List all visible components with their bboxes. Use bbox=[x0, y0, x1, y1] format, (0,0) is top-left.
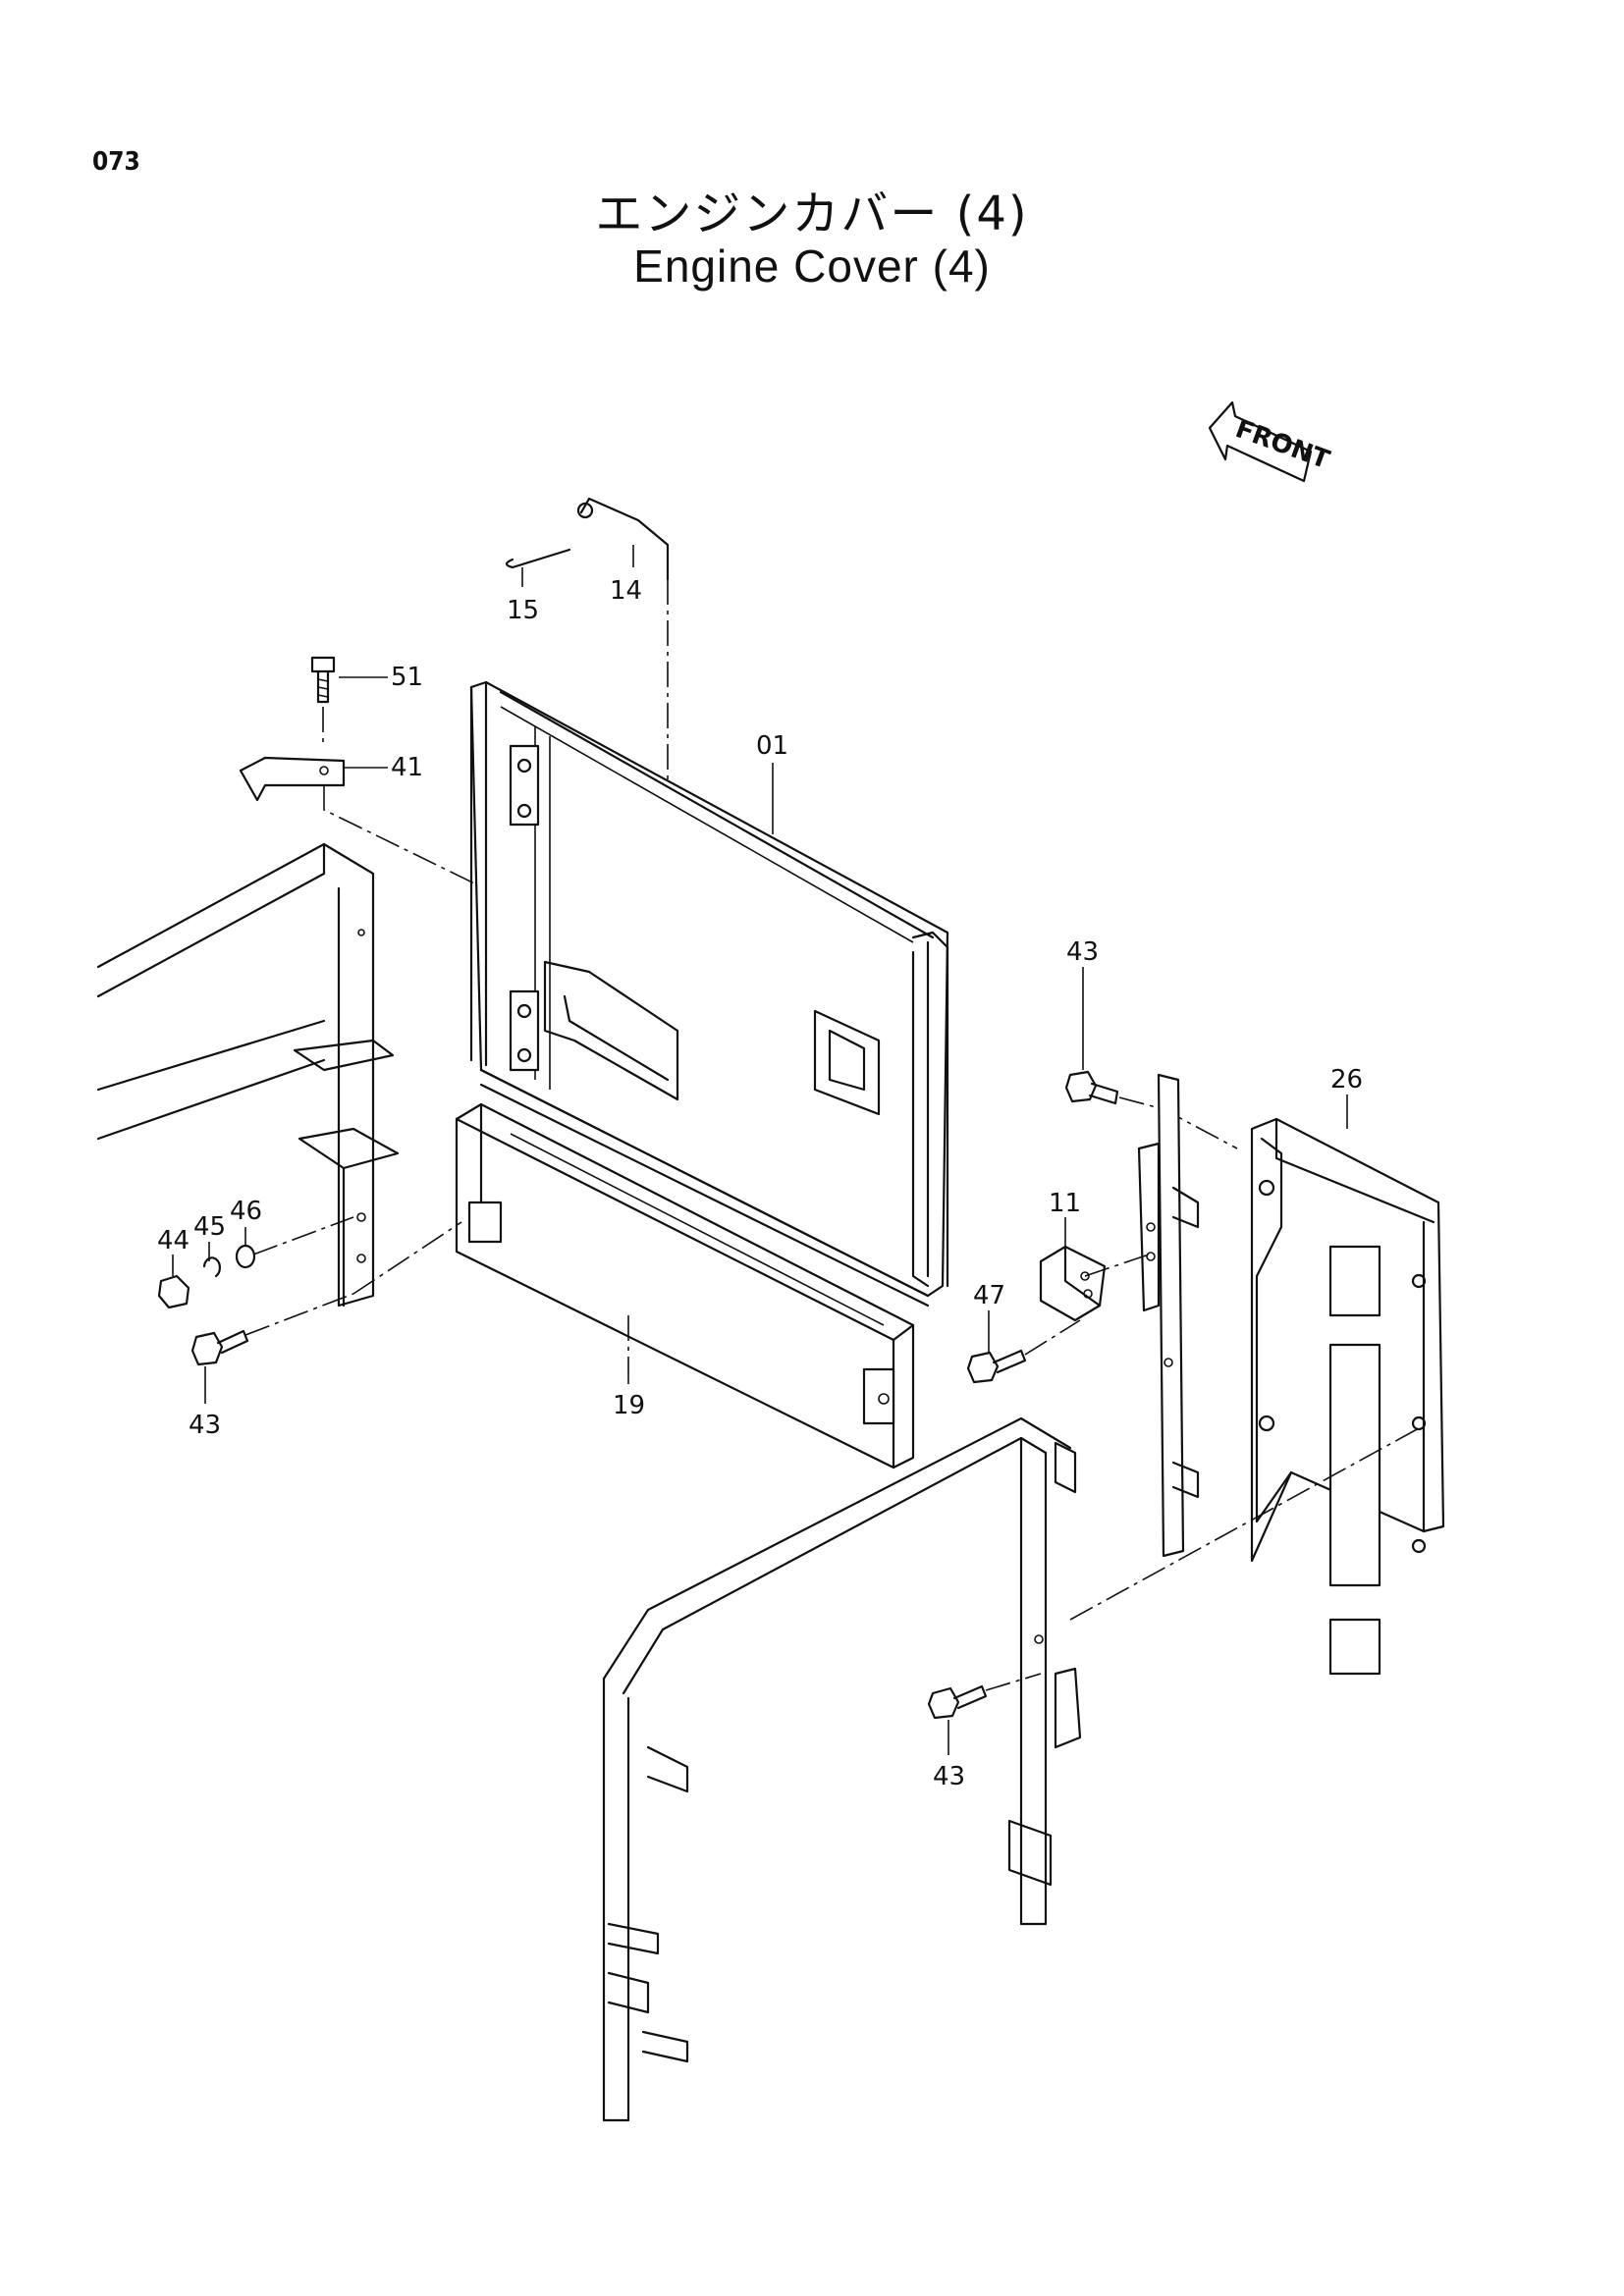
label-part-41: 41 bbox=[391, 753, 423, 782]
label-part-43-top: 43 bbox=[1066, 937, 1099, 967]
part-46-washer bbox=[235, 1216, 354, 1269]
leader-lines bbox=[172, 545, 1348, 1755]
part-43-bolt-top bbox=[1064, 1070, 1238, 1149]
part-45-spring-washer bbox=[202, 1256, 222, 1278]
label-part-43-bottom: 43 bbox=[933, 1762, 965, 1791]
part-47-bolt bbox=[966, 1319, 1081, 1384]
part-43-bolt-bottom bbox=[927, 1427, 1420, 1720]
label-part-15: 15 bbox=[507, 596, 539, 625]
part-43-bolt-left bbox=[190, 1221, 462, 1366]
label-part-19: 19 bbox=[613, 1391, 645, 1420]
left-frame-structure bbox=[96, 842, 400, 1308]
part-01-engine-cover-panel bbox=[469, 680, 949, 1308]
part-11-bracket bbox=[1039, 1245, 1150, 1322]
label-part-46: 46 bbox=[230, 1197, 262, 1226]
front-arrow-icon: FRONT bbox=[1208, 400, 1333, 483]
label-part-43-left: 43 bbox=[189, 1411, 221, 1440]
part-51-bolt bbox=[310, 656, 336, 746]
page-title-english: Engine Cover (4) bbox=[633, 240, 991, 292]
page-number: 073 bbox=[92, 147, 140, 177]
label-part-45: 45 bbox=[193, 1212, 226, 1242]
part-44-nut bbox=[157, 1274, 190, 1309]
label-part-47: 47 bbox=[973, 1281, 1005, 1310]
label-part-26: 26 bbox=[1330, 1065, 1363, 1095]
label-part-44: 44 bbox=[157, 1226, 189, 1255]
part-15-clip bbox=[505, 548, 571, 569]
page-title-japanese: エンジンカバー (4) bbox=[595, 187, 1029, 241]
rear-frame-structure bbox=[602, 1416, 1082, 2122]
part-26-side-panel bbox=[1250, 1117, 1445, 1676]
part-19-lower-panel bbox=[455, 1102, 915, 1469]
vertical-mount-strip bbox=[1137, 1073, 1200, 1558]
label-part-14: 14 bbox=[610, 576, 642, 606]
label-part-51: 51 bbox=[391, 663, 423, 692]
label-part-11: 11 bbox=[1049, 1189, 1081, 1218]
label-part-01: 01 bbox=[756, 731, 788, 761]
